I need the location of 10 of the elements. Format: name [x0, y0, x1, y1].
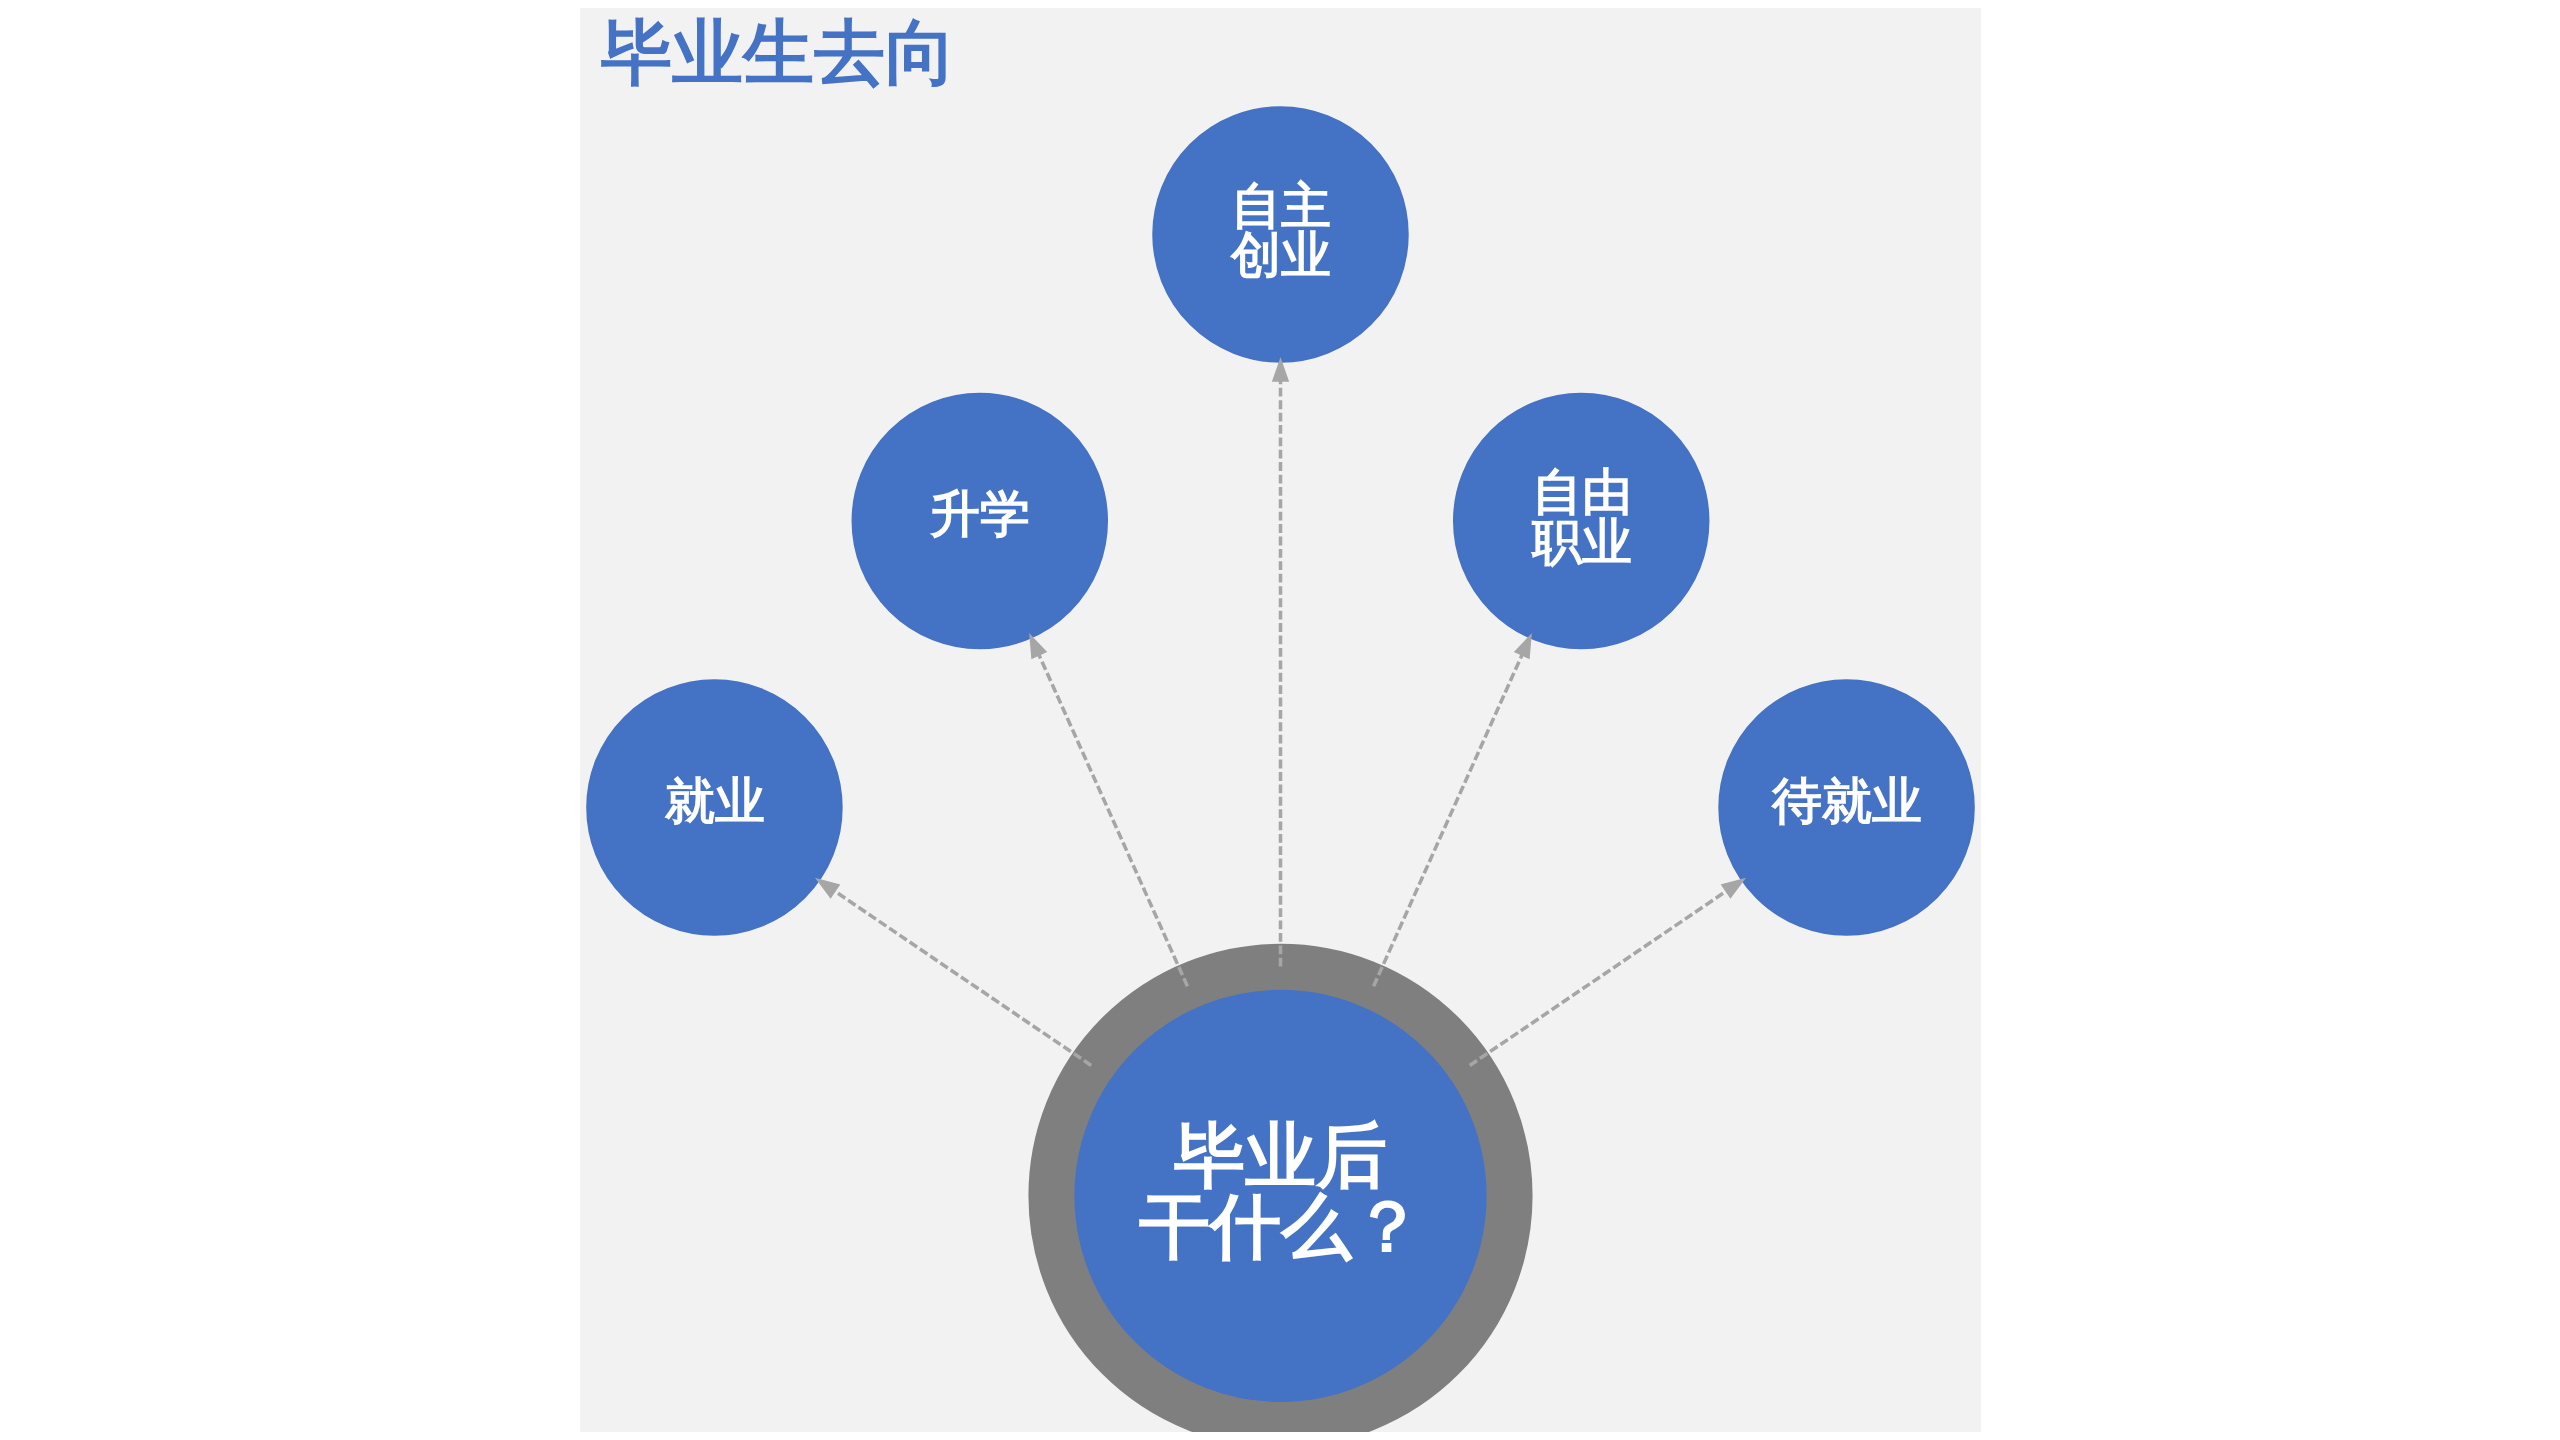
node-circle: 升学: [851, 392, 1108, 650]
diagram-title: 毕业生去向: [600, 10, 956, 94]
node-circle: 自由职业: [1452, 392, 1709, 650]
node-circle: 毕业后干什么？: [1027, 943, 1533, 1432]
arrow: [1028, 632, 1189, 987]
arrow: [1371, 632, 1532, 987]
arrow: [1271, 357, 1289, 967]
arrow: [814, 877, 1092, 1067]
arrow: [1468, 877, 1746, 1067]
node-circle: 自主创业: [1151, 106, 1409, 363]
